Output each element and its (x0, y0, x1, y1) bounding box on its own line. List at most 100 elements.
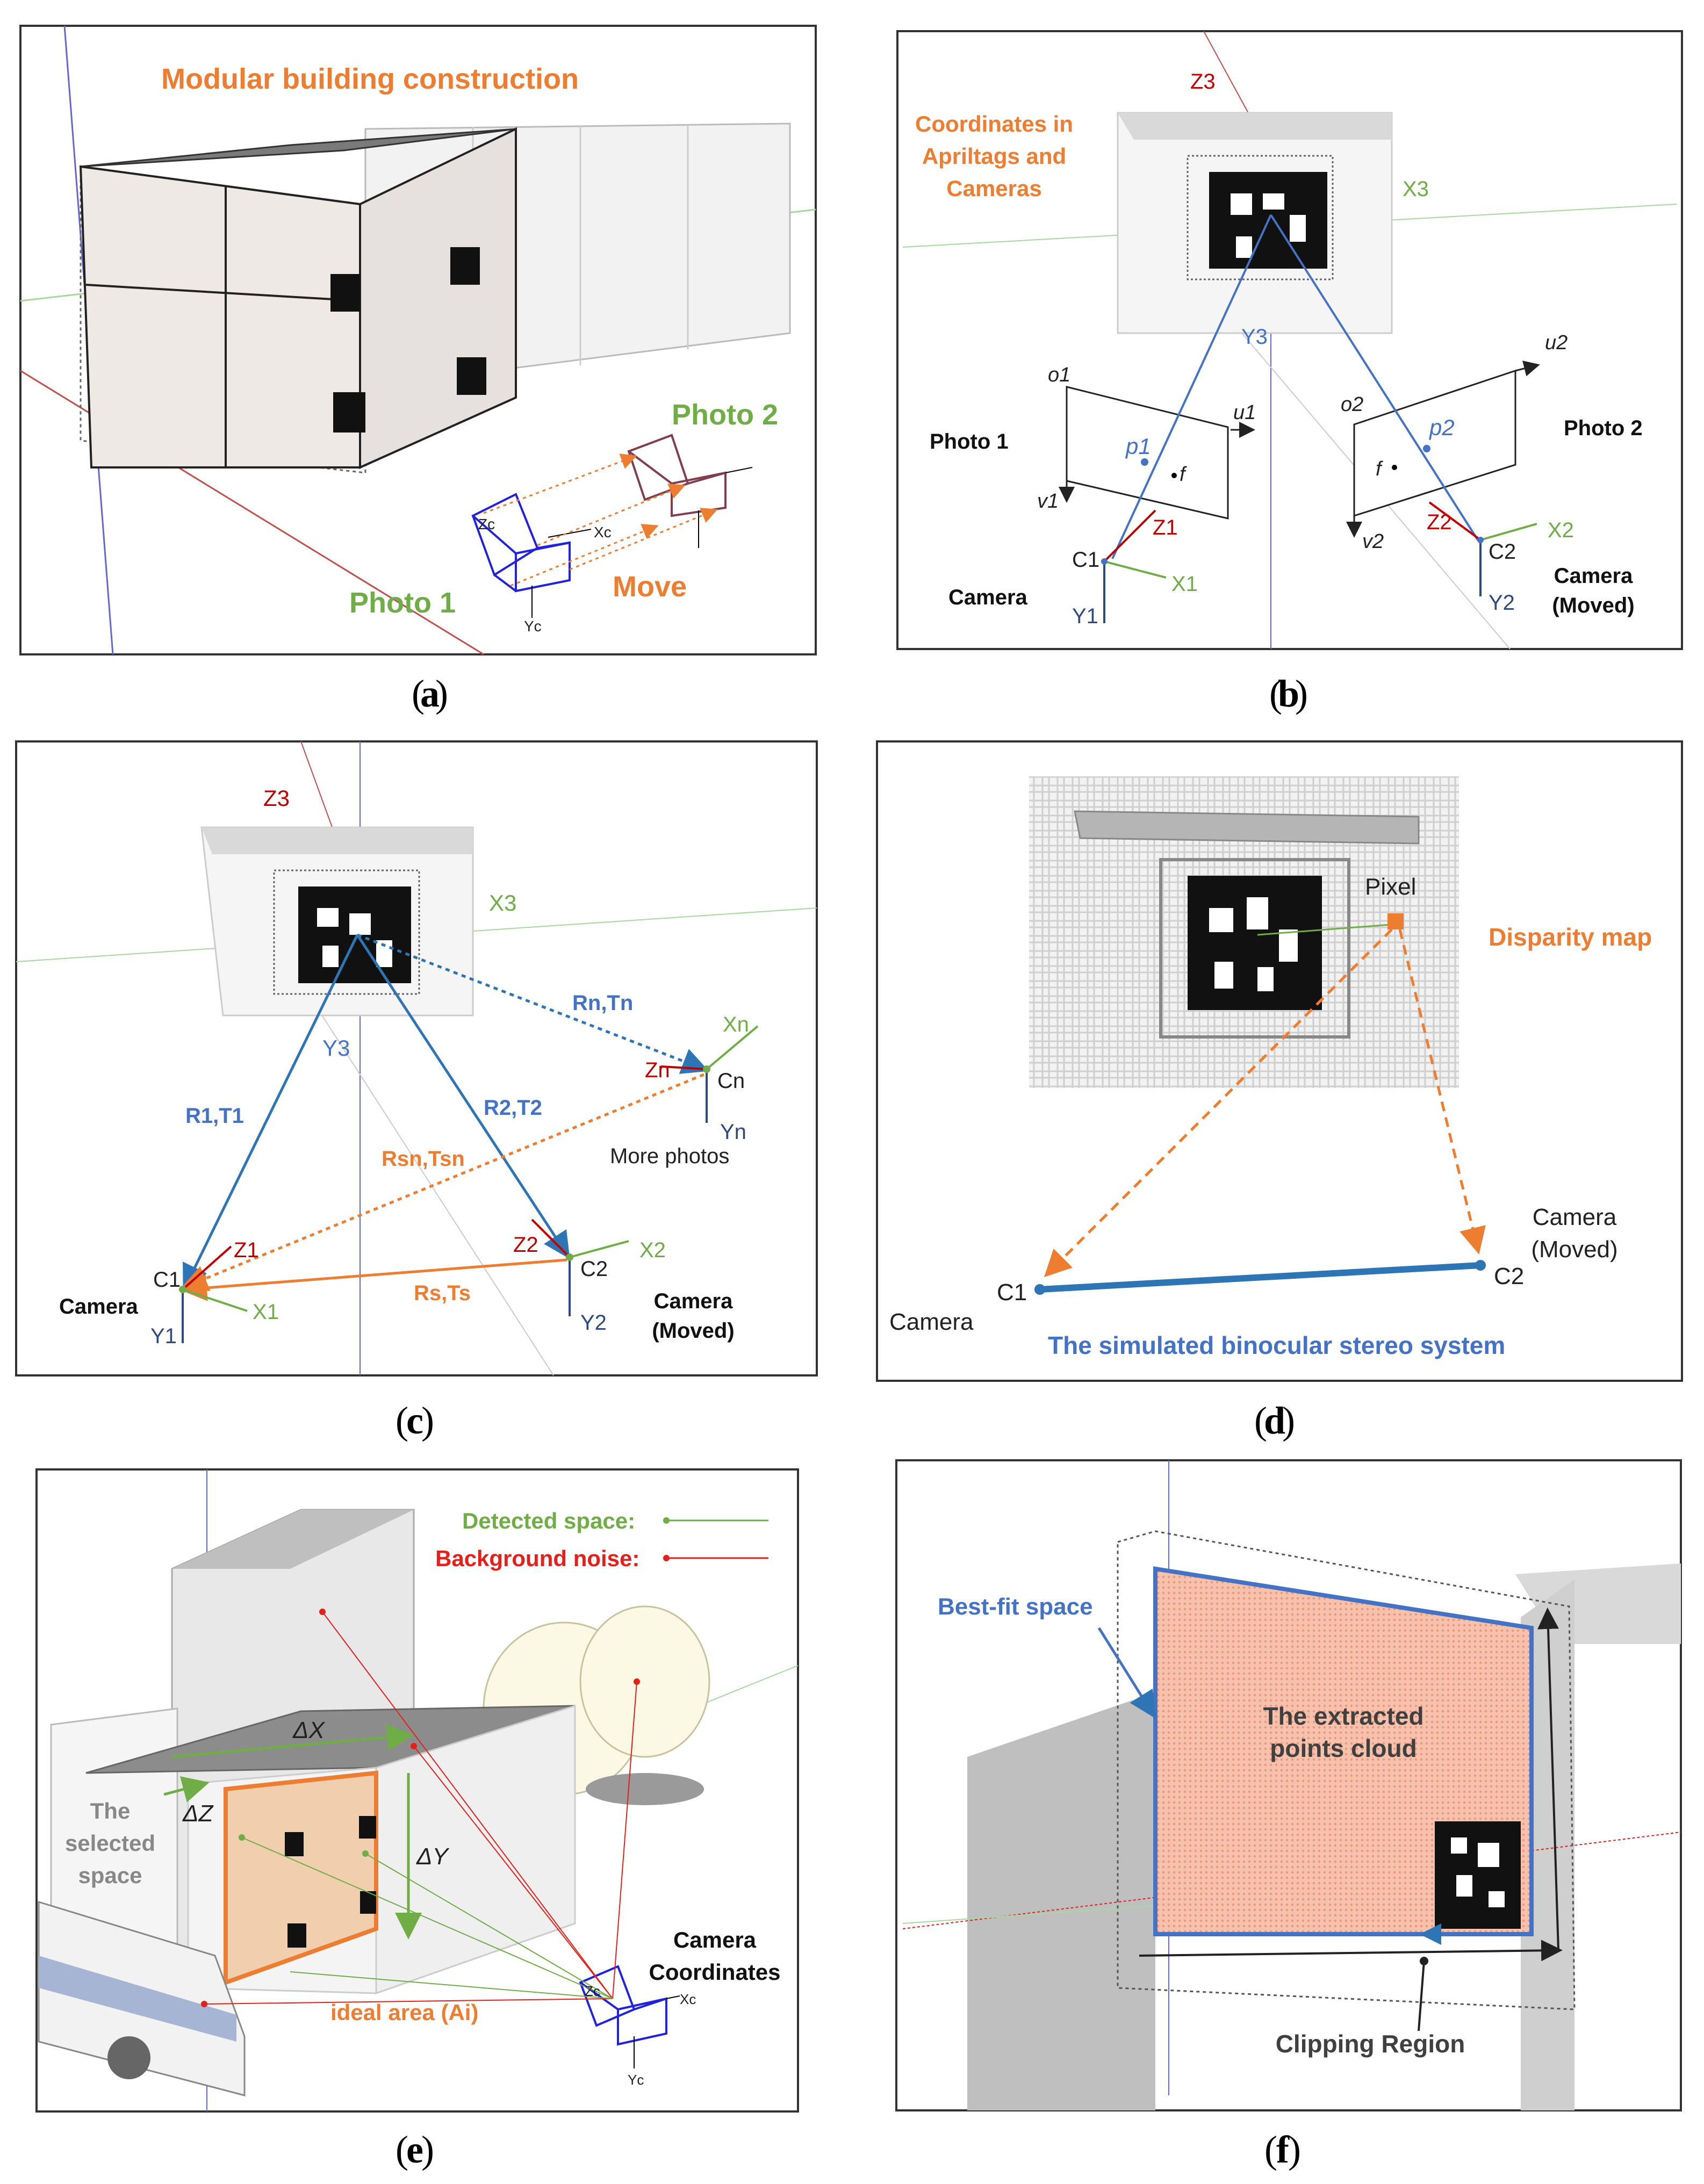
p2-label: p2 (1428, 415, 1455, 440)
camera-coordinates-label-2: Coordinates (649, 1959, 780, 1985)
selected-space-label-1: The (90, 1798, 131, 1823)
x3-label: X3 (1403, 177, 1429, 201)
camera-label: Camera (59, 1295, 139, 1318)
axis-yc-label: Yc (524, 618, 542, 635)
apriltag-icon (287, 1923, 306, 1948)
u2-label: u2 (1545, 331, 1568, 354)
detected-space-label: Detected space: (462, 1508, 635, 1533)
z3-label: Z3 (1190, 70, 1216, 93)
c2-label: C2 (1494, 1263, 1524, 1289)
panel-b-title-1: Coordinates in (915, 111, 1073, 136)
y2-label: Y2 (580, 1311, 607, 1335)
v2-label: v2 (1362, 530, 1384, 553)
dy-label: ΔY (416, 1843, 450, 1870)
axis-yc-label: Yc (628, 2072, 644, 2088)
caption-a-open: ( (412, 672, 425, 715)
axis-zc-label: Zc (585, 1983, 600, 1999)
svg-text:(: ( (1254, 1399, 1267, 1442)
clipping-region-label: Clipping Region (1276, 2030, 1465, 2058)
camera-1-icon (471, 493, 571, 593)
cn-label: Cn (717, 1069, 745, 1093)
c2-label: C2 (580, 1257, 608, 1281)
stereo-baseline (1039, 1262, 1481, 1293)
z2-label: Z2 (513, 1233, 538, 1257)
disparity-map-label: Disparity map (1489, 923, 1652, 951)
o2-label: o2 (1341, 393, 1363, 416)
panel-f: Best-fit space The extracted points clou… (895, 1459, 1682, 2111)
apriltag-icon (1188, 876, 1322, 1010)
r2t2-label: R2,T2 (484, 1096, 542, 1120)
module-front (79, 165, 361, 468)
cloud-label-2: points cloud (1270, 1734, 1417, 1762)
zn-label: Zn (645, 1058, 670, 1082)
photo2-label: Photo 2 (672, 399, 778, 431)
axis-xc-label: Xc (594, 524, 612, 540)
selected-space-label-2: selected (65, 1830, 155, 1856)
p1-label: p1 (1125, 434, 1151, 459)
panel-b: Coordinates in Apriltags and Cameras Z3 … (896, 30, 1683, 650)
camera-label: Camera (889, 1309, 974, 1335)
y3-label: Y3 (1241, 325, 1268, 349)
y2-label: Y2 (1489, 591, 1515, 615)
pixel-marker (1387, 913, 1404, 929)
z3-label: Z3 (263, 785, 290, 811)
rsts-label: Rs,Ts (414, 1281, 471, 1305)
caption-b: b (1278, 672, 1299, 715)
dz-label: ΔZ (182, 1800, 214, 1827)
svg-text:): ) (1295, 672, 1308, 715)
svg-text:): ) (421, 2128, 434, 2171)
caption-e: e (406, 2128, 423, 2171)
axis-xc-label: Xc (680, 1991, 696, 2007)
caption-a-close: ) (435, 672, 448, 715)
apriltag-icon (359, 1816, 376, 1839)
c1-label: C1 (153, 1268, 181, 1292)
camera-coordinates-label-1: Camera (673, 1927, 757, 1952)
svg-text:(: ( (396, 2128, 408, 2171)
caption-c: c (406, 1399, 423, 1442)
z1-label: Z1 (234, 1238, 259, 1262)
best-fit-label: Best-fit space (938, 1594, 1093, 1620)
camera-moved-label-1: Camera (1533, 1204, 1617, 1230)
c1-label: C1 (997, 1279, 1027, 1306)
camera-moved-label-1: Camera (654, 1289, 734, 1313)
r1t1-label: R1,T1 (185, 1104, 244, 1128)
camera-label: Camera (948, 586, 1028, 609)
yn-label: Yn (720, 1120, 746, 1144)
panel-d: Pixel Disparity map C1 C2 Camera Camera … (876, 740, 1683, 1382)
apriltag-icon (450, 247, 480, 285)
y1-label: Y1 (1072, 604, 1098, 628)
f2-label: f (1376, 458, 1383, 480)
rsntsn-label: Rsn,Tsn (382, 1147, 465, 1171)
camera-moved-label-2: (Moved) (652, 1319, 734, 1343)
apriltag-icon (285, 1832, 304, 1856)
c2-label: C2 (1489, 540, 1516, 564)
axis-zc-label: Zc (478, 516, 495, 532)
panel-a: Modular building construction Photo 2 Ph… (19, 25, 817, 655)
y1-label: Y1 (150, 1324, 177, 1348)
svg-text:(: ( (1269, 672, 1282, 715)
panel-b-title-3: Cameras (946, 176, 1041, 201)
panel-c: Z3 X3 Y3 R1,T1 R2,T2 Rn,Tn Rsn,Tsn Rs,Ts… (15, 740, 818, 1376)
apriltag-icon (330, 274, 360, 312)
tree-icon (579, 1605, 710, 1758)
svg-text:): ) (1282, 1399, 1295, 1442)
rntn-label: Rn,Tn (572, 991, 633, 1015)
move-label: Move (613, 571, 687, 603)
xn-label: Xn (723, 1013, 749, 1036)
v1-label: v1 (1037, 490, 1059, 513)
svg-text:): ) (1288, 2128, 1301, 2171)
caption-a: a (420, 672, 440, 715)
photo1-label: Photo 1 (349, 587, 456, 619)
svg-text:(: ( (1264, 2128, 1277, 2171)
photo2-plane (1353, 369, 1516, 517)
camera-moved-label-1: Camera (1554, 564, 1634, 588)
photo1-label: Photo 1 (930, 430, 1009, 453)
panel-b-title-2: Apriltags and (922, 143, 1066, 169)
panel-a-title: Modular building construction (161, 63, 579, 95)
apriltag-icon (457, 357, 486, 395)
stereo-label: The simulated binocular stereo system (1048, 1331, 1505, 1359)
caption-f: f (1276, 2128, 1290, 2171)
caption-d: d (1264, 1399, 1285, 1442)
photo2-label: Photo 2 (1564, 416, 1643, 440)
background-noise-label: Background noise: (435, 1546, 639, 1571)
